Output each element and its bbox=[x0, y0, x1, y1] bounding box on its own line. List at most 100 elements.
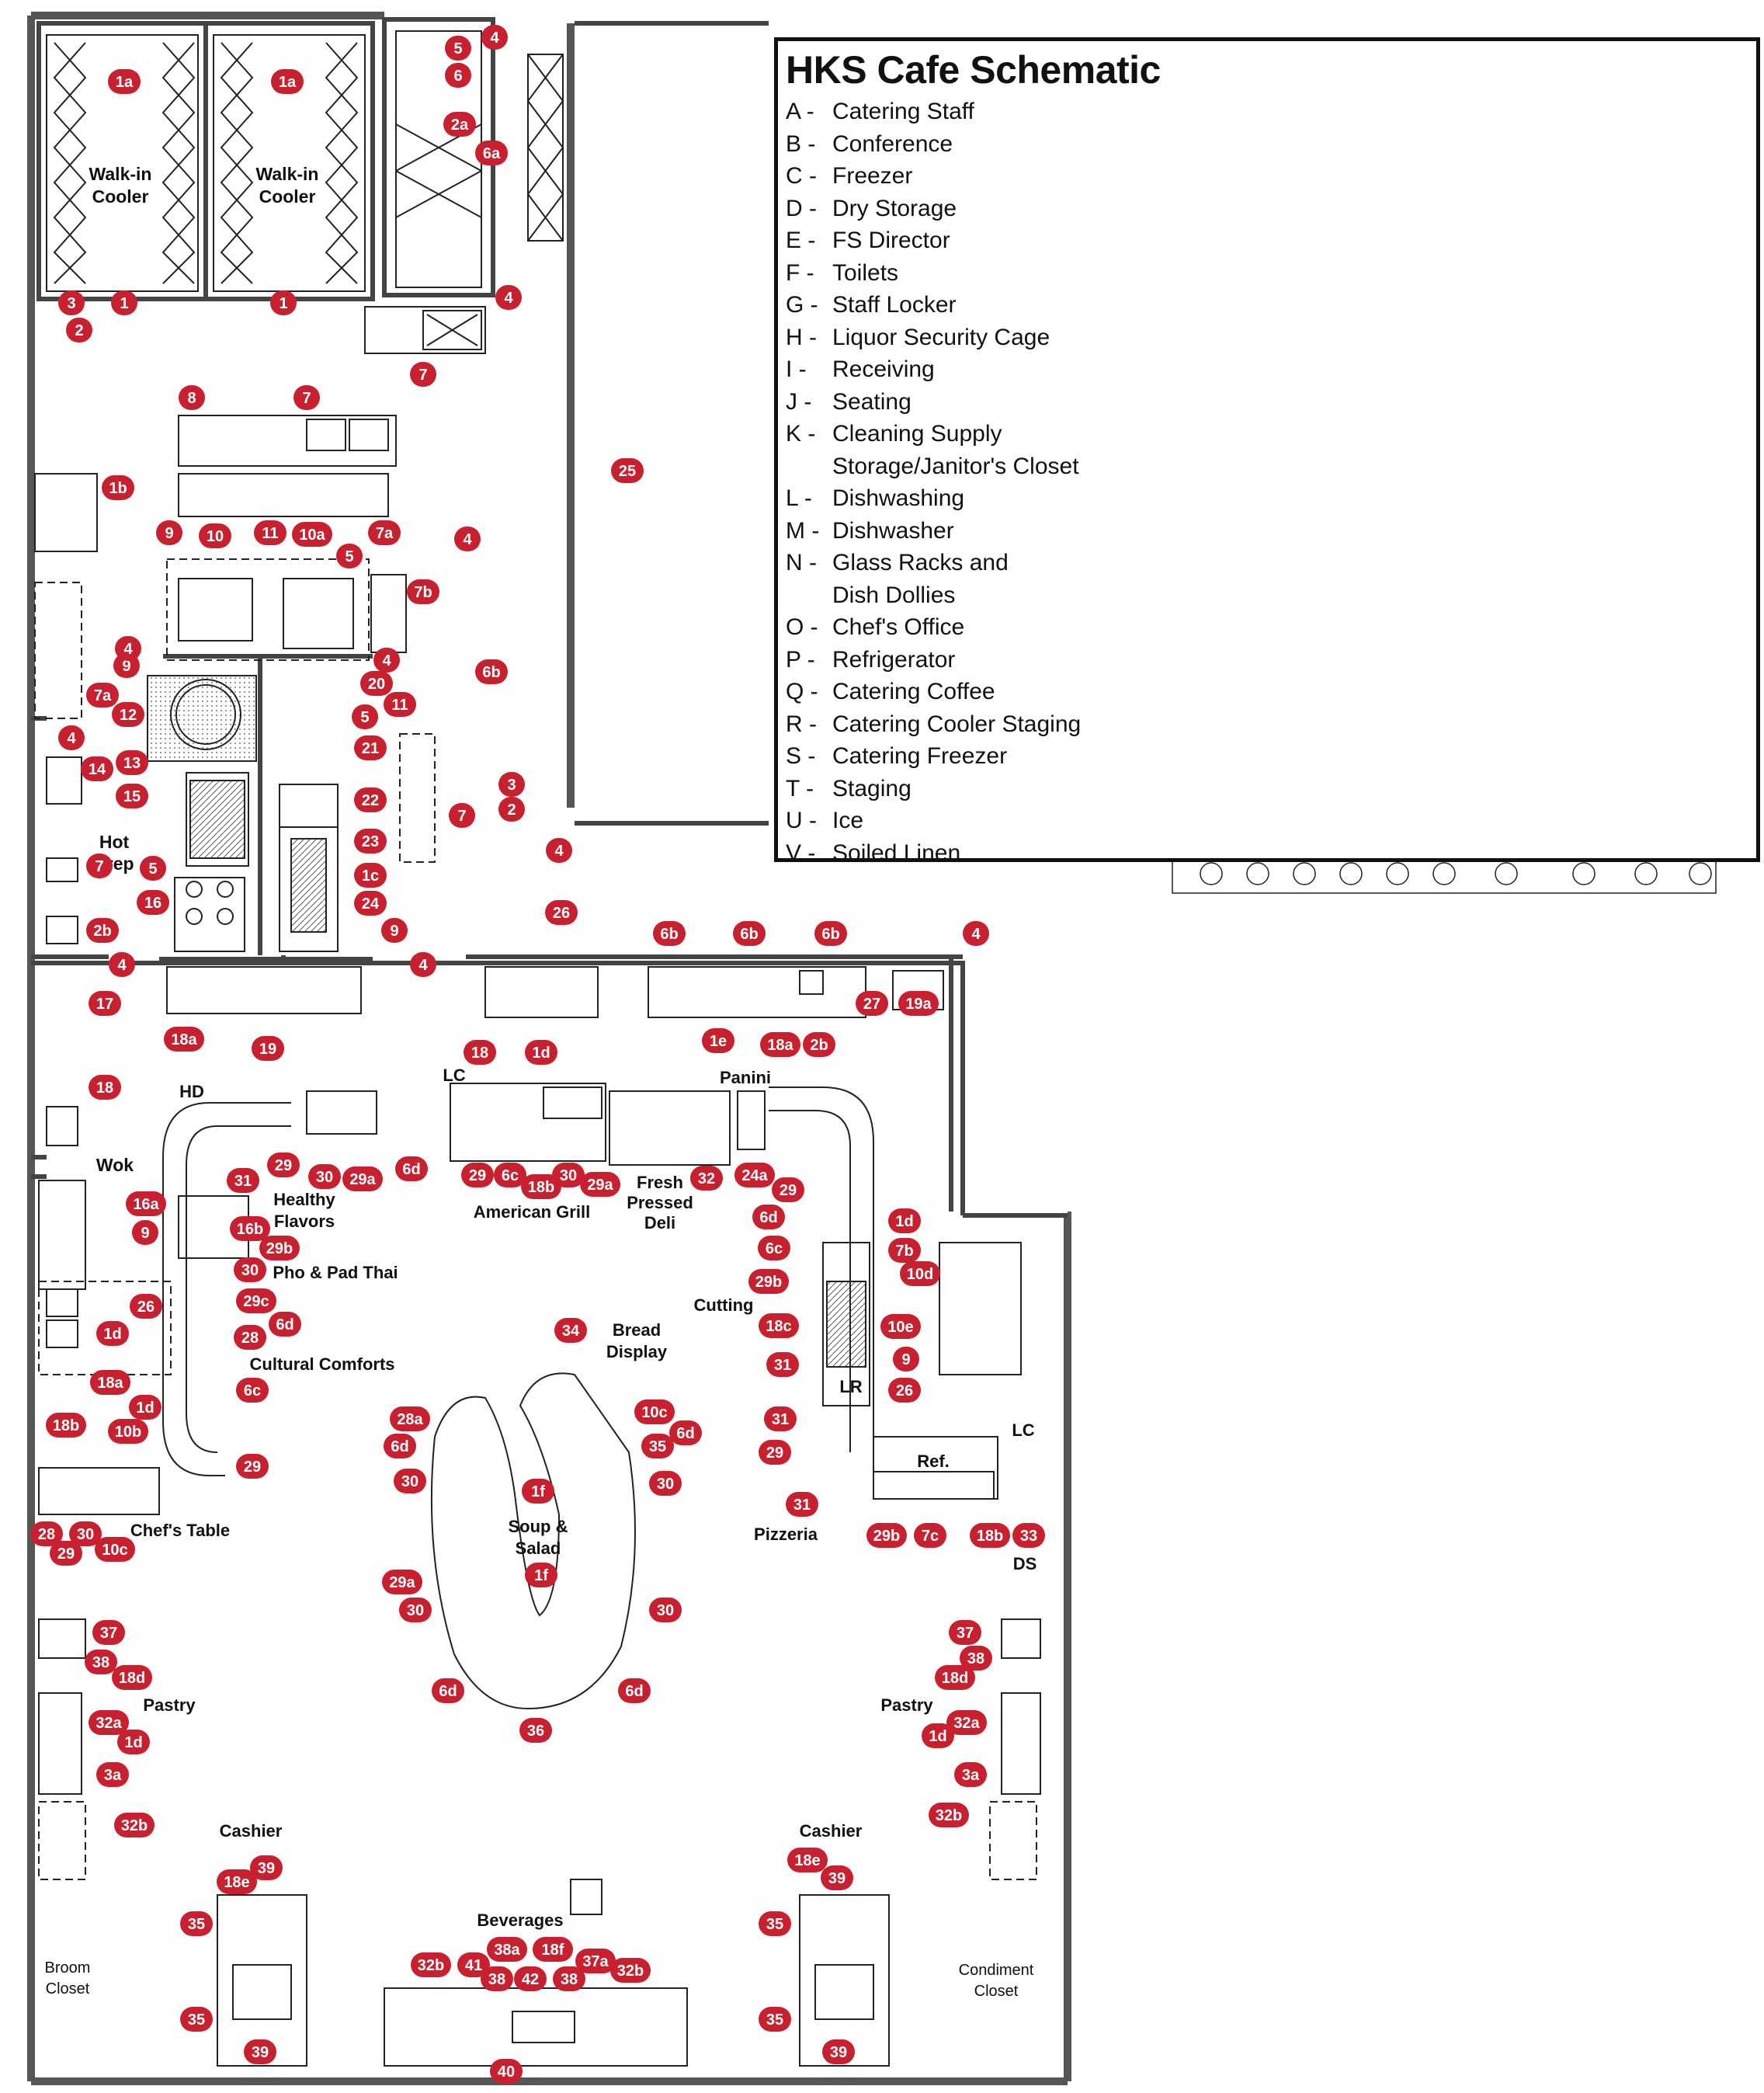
svg-text:13: 13 bbox=[123, 755, 141, 772]
svg-text:4: 4 bbox=[123, 641, 133, 658]
equipment-tag: 21 bbox=[354, 735, 387, 760]
equipment-tag: 1f bbox=[525, 1563, 557, 1587]
svg-text:1d: 1d bbox=[895, 1213, 913, 1230]
svg-text:39: 39 bbox=[258, 1860, 275, 1877]
svg-text:7b: 7b bbox=[895, 1243, 913, 1260]
equipment-tag: 32b bbox=[114, 1813, 155, 1837]
svg-text:10: 10 bbox=[207, 528, 224, 545]
legend-key: E - bbox=[786, 228, 816, 253]
legend-key: P - bbox=[786, 646, 815, 673]
equipment-tag: 39 bbox=[821, 1865, 853, 1890]
svg-text:18b: 18b bbox=[977, 1528, 1003, 1545]
equipment-tag: 18a bbox=[760, 1032, 800, 1057]
equipment-tag: 39 bbox=[244, 2039, 276, 2064]
equipment-tag: 37 bbox=[949, 1620, 981, 1645]
equipment-tag: 36 bbox=[519, 1718, 552, 1743]
equipment-tag: 32b bbox=[929, 1803, 969, 1827]
pizzeria-label: Pizzeria bbox=[754, 1525, 818, 1544]
legend-item-l: L -Dishwashing bbox=[786, 482, 1120, 515]
svg-text:18b: 18b bbox=[528, 1179, 554, 1196]
equipment-tag: 3a bbox=[954, 1762, 987, 1787]
equipment-tag: 7 bbox=[449, 803, 475, 828]
equipment-tag: 35 bbox=[759, 1911, 791, 1936]
legend-label: Ice bbox=[832, 808, 864, 833]
equipment-tag: 33 bbox=[1012, 1523, 1045, 1548]
svg-text:1: 1 bbox=[120, 295, 128, 312]
equipment-tag: 10a bbox=[292, 522, 332, 547]
svg-text:6b: 6b bbox=[660, 926, 678, 943]
equipment-tag: 4 bbox=[481, 25, 508, 50]
legend-label: Liquor Security Cage bbox=[832, 324, 1050, 350]
legend-key: D - bbox=[786, 195, 817, 221]
legend-key: J - bbox=[786, 388, 812, 415]
equipment-tag: 4 bbox=[963, 921, 989, 946]
svg-text:29a: 29a bbox=[349, 1171, 376, 1188]
legend-key: I - bbox=[786, 356, 807, 382]
lr-label: LR bbox=[839, 1377, 862, 1396]
svg-text:10e: 10e bbox=[887, 1319, 913, 1336]
american-grill-label: American Grill bbox=[474, 1202, 590, 1222]
equipment-tag: 17 bbox=[89, 991, 121, 1016]
legend-key: M - bbox=[786, 517, 820, 544]
legend-label: Dry Storage bbox=[832, 195, 957, 221]
svg-text:40: 40 bbox=[498, 2063, 515, 2081]
equipment-tag: 7a bbox=[368, 520, 401, 545]
equipment-tag: 2a bbox=[443, 112, 476, 137]
svg-text:6d: 6d bbox=[402, 1161, 420, 1178]
equipment-tag: 40 bbox=[490, 2059, 523, 2084]
svg-text:6c: 6c bbox=[502, 1167, 519, 1184]
legend-key: H - bbox=[786, 324, 817, 350]
svg-text:18e: 18e bbox=[224, 1874, 249, 1891]
svg-text:34: 34 bbox=[562, 1323, 580, 1340]
svg-text:15: 15 bbox=[123, 788, 141, 805]
svg-text:18d: 18d bbox=[119, 1670, 145, 1687]
svg-text:35: 35 bbox=[766, 2011, 783, 2029]
legend-key: U - bbox=[786, 808, 817, 833]
equipment-tag: 28 bbox=[30, 1521, 63, 1546]
svg-text:4: 4 bbox=[382, 652, 391, 669]
svg-text:10c: 10c bbox=[102, 1542, 127, 1559]
equipment-tag: 19 bbox=[252, 1036, 284, 1061]
equipment-tag: 5 bbox=[336, 544, 363, 568]
equipment-tag: 1 bbox=[270, 290, 297, 315]
svg-text:21: 21 bbox=[362, 740, 379, 757]
svg-text:37: 37 bbox=[100, 1625, 117, 1642]
svg-text:32a: 32a bbox=[95, 1715, 122, 1732]
equipment-tag: 7a bbox=[86, 683, 119, 708]
equipment-tag: 19a bbox=[898, 991, 939, 1016]
equipment-tag: 4 bbox=[410, 952, 436, 977]
svg-text:32b: 32b bbox=[617, 1963, 644, 1980]
svg-text:9: 9 bbox=[390, 923, 398, 940]
wok-label: Wok bbox=[96, 1155, 134, 1175]
equipment-tag: 6b bbox=[653, 921, 686, 946]
legend-key: S - bbox=[786, 743, 816, 769]
legend-item-h: H - Liquor Security Cage bbox=[786, 322, 1120, 354]
legend-label: Refrigerator bbox=[832, 646, 956, 673]
svg-text:16a: 16a bbox=[133, 1196, 159, 1213]
chefs-table-label: Chef's Table bbox=[130, 1521, 230, 1540]
svg-text:5: 5 bbox=[148, 860, 157, 878]
svg-text:1a: 1a bbox=[116, 74, 134, 91]
svg-text:29a: 29a bbox=[587, 1177, 613, 1194]
equipment-tag: 9 bbox=[381, 918, 408, 943]
equipment-tag: 1d bbox=[117, 1730, 150, 1754]
legend-item-o: O -Chef's Office bbox=[786, 611, 1120, 644]
equipment-tag: 35 bbox=[180, 1911, 213, 1936]
equipment-tag: 10c bbox=[634, 1399, 675, 1424]
equipment-tag: 9 bbox=[893, 1347, 919, 1372]
svg-text:1f: 1f bbox=[534, 1567, 548, 1584]
svg-text:24: 24 bbox=[362, 895, 380, 913]
ref-label: Ref. bbox=[917, 1452, 950, 1471]
svg-text:6d: 6d bbox=[759, 1209, 777, 1226]
svg-text:1e: 1e bbox=[710, 1033, 727, 1050]
svg-text:18d: 18d bbox=[942, 1670, 968, 1687]
equipment-tag: 1d bbox=[525, 1040, 557, 1065]
equipment-tag: 18b bbox=[521, 1174, 561, 1199]
legend-label: Seating bbox=[832, 388, 912, 415]
legend-key: V - bbox=[786, 840, 816, 866]
equipment-tag: 4 bbox=[58, 725, 85, 750]
svg-text:1f: 1f bbox=[531, 1483, 545, 1500]
